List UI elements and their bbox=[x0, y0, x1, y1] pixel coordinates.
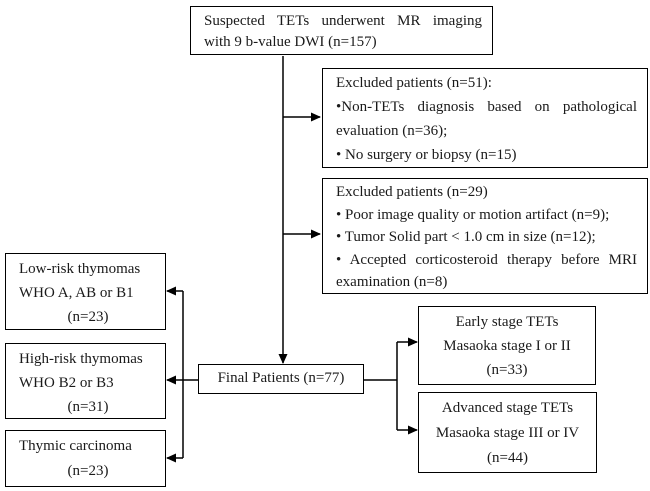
box-text-line: examination (n=8) bbox=[336, 274, 448, 290]
high-risk-thymomas-box: High-risk thymomas WHO B2 or B3 (n=31) bbox=[5, 343, 166, 419]
box-text-line: Suspected TETs underwent MR imaging bbox=[204, 13, 482, 29]
box-text-line: (n=23) bbox=[67, 309, 109, 325]
box-text-line: (n=33) bbox=[486, 362, 528, 378]
box-text-line: Early stage TETs bbox=[455, 314, 559, 330]
advanced-stage-tets-box: Advanced stage TETs Masaoka stage III or… bbox=[418, 392, 597, 473]
box-text-line: Excluded patients (n=51): bbox=[336, 75, 492, 91]
suspected-tets-box: Suspected TETs underwent MR imaging with… bbox=[190, 6, 493, 55]
low-risk-thymomas-box: Low-risk thymomas WHO A, AB or B1 (n=23) bbox=[5, 253, 166, 330]
box-text-line: •Non-TETs diagnosis based on pathologica… bbox=[336, 99, 637, 115]
box-text-line: High-risk thymomas bbox=[19, 351, 143, 367]
box-text-line: • Accepted corticosteroid therapy before… bbox=[336, 251, 637, 268]
box-text-line: WHO A, AB or B1 bbox=[19, 285, 134, 301]
box-text-line: Masaoka stage III or IV bbox=[435, 425, 580, 441]
box-text-line: (n=23) bbox=[67, 463, 109, 479]
early-stage-tets-box: Early stage TETs Masaoka stage I or II (… bbox=[418, 306, 596, 385]
box-text-line: Advanced stage TETs bbox=[441, 400, 574, 416]
box-text-line: • No surgery or biopsy (n=15) bbox=[336, 147, 517, 163]
box-text-line: Thymic carcinoma bbox=[19, 438, 132, 454]
excluded-n29-box: Excluded patients (n=29) • Poor image qu… bbox=[322, 178, 648, 294]
box-text-line: with 9 b-value DWI (n=157) bbox=[204, 34, 377, 50]
box-text-line: evaluation (n=36); bbox=[336, 123, 448, 139]
box-text-line: (n=44) bbox=[487, 450, 528, 466]
box-text-line: Excluded patients (n=29) bbox=[336, 184, 488, 200]
box-text-line: • Poor image quality or motion artifact … bbox=[336, 206, 610, 223]
excluded-n51-box: Excluded patients (n=51): •Non-TETs diag… bbox=[322, 68, 648, 168]
box-text-line: WHO B2 or B3 bbox=[19, 375, 114, 391]
box-text-line: (n=31) bbox=[67, 399, 109, 415]
box-text-line: • Tumor Solid part < 1.0 cm in size (n=1… bbox=[336, 229, 596, 245]
box-text-line: Low-risk thymomas bbox=[19, 261, 141, 277]
final-patients-box: Final Patients (n=77) bbox=[198, 364, 364, 394]
box-text-line: Final Patients (n=77) bbox=[217, 370, 345, 386]
box-text-line: Masaoka stage I or II bbox=[443, 338, 571, 354]
thymic-carcinoma-box: Thymic carcinoma (n=23) bbox=[5, 430, 166, 487]
